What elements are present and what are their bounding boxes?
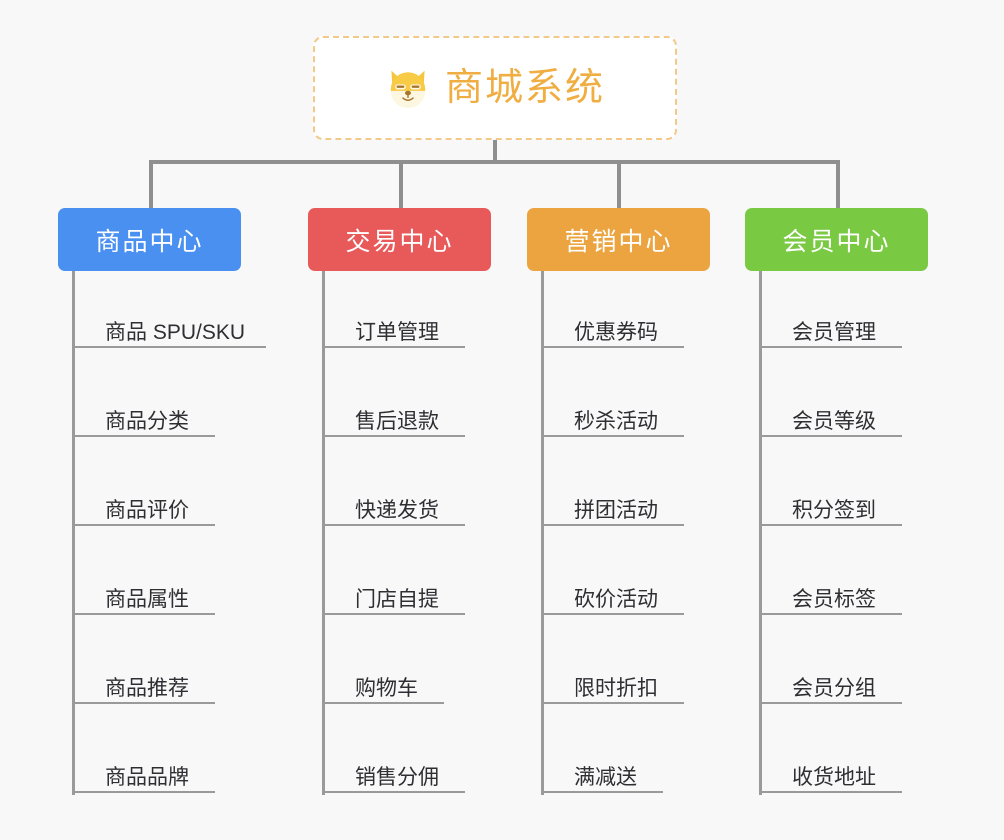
shiba-dog-face-icon: [385, 65, 431, 111]
connector-drop-3: [617, 160, 621, 208]
leaf-item-underline: [541, 524, 684, 526]
leaf-item-underline: [541, 613, 684, 615]
connector-drop-4: [836, 160, 840, 208]
leaf-item-label: 快递发货: [355, 499, 439, 522]
leaf-item-underline: [541, 346, 684, 348]
leaf-item-label: 会员管理: [792, 321, 876, 344]
leaf-item-label: 商品 SPU/SKU: [105, 321, 246, 344]
leaf-item-underline: [759, 791, 902, 793]
leaf-item-label: 会员等级: [792, 410, 876, 433]
leaf-item-label: 门店自提: [355, 588, 439, 611]
category-box-3[interactable]: 会员中心: [745, 208, 928, 271]
leaf-item-underline: [322, 346, 465, 348]
category-label-1: 交易中心: [345, 227, 454, 256]
leaf-item-label: 会员标签: [792, 588, 876, 611]
leaf-item-underline: [72, 435, 215, 437]
leaf-item-label: 满减送: [574, 766, 637, 789]
connector-horizontal-bus: [150, 160, 840, 164]
leaf-item-underline: [322, 702, 444, 704]
leaf-item-underline: [759, 613, 902, 615]
category-box-0[interactable]: 商品中心: [58, 208, 241, 271]
leaf-item-underline: [72, 702, 215, 704]
root-node[interactable]: 商城系统: [313, 36, 677, 140]
leaf-item-underline: [72, 346, 266, 348]
leaf-item-label: 秒杀活动: [574, 410, 658, 433]
leaf-item-label: 限时折扣: [574, 677, 658, 700]
leaf-item-label: 商品评价: [105, 499, 189, 522]
leaf-item-label: 购物车: [355, 677, 418, 700]
category-label-3: 会员中心: [782, 227, 891, 256]
leaf-item-underline: [322, 435, 465, 437]
root-title: 商城系统: [444, 67, 605, 109]
leaf-trunk-1: [322, 271, 325, 795]
connector-root-stem: [493, 140, 497, 163]
leaf-trunk-2: [541, 271, 544, 795]
leaf-item-label: 商品分类: [105, 410, 189, 433]
leaf-item-underline: [759, 702, 902, 704]
leaf-item-underline: [72, 524, 215, 526]
leaf-item-underline: [759, 524, 902, 526]
category-label-0: 商品中心: [95, 227, 204, 256]
leaf-item-label: 积分签到: [792, 499, 876, 522]
leaf-item-label: 会员分组: [792, 677, 876, 700]
leaf-item-underline: [72, 791, 215, 793]
leaf-item-underline: [541, 702, 684, 704]
leaf-item-label: 砍价活动: [574, 588, 658, 611]
leaf-item-label: 优惠券码: [574, 321, 658, 344]
category-box-2[interactable]: 营销中心: [527, 208, 710, 271]
leaf-item-underline: [541, 435, 684, 437]
leaf-item-underline: [322, 613, 465, 615]
leaf-item-label: 拼团活动: [574, 499, 658, 522]
leaf-item-underline: [759, 435, 902, 437]
connector-drop-2: [399, 160, 403, 208]
leaf-item-label: 订单管理: [355, 321, 439, 344]
leaf-item-underline: [322, 524, 465, 526]
connector-drop-1: [149, 160, 153, 208]
leaf-item-label: 商品属性: [105, 588, 189, 611]
leaf-item-label: 商品品牌: [105, 766, 189, 789]
leaf-item-label: 售后退款: [355, 410, 439, 433]
leaf-item-label: 销售分佣: [355, 766, 439, 789]
leaf-item-label: 收货地址: [792, 766, 876, 789]
leaf-item-underline: [541, 791, 663, 793]
leaf-trunk-0: [72, 271, 75, 795]
category-label-2: 营销中心: [564, 227, 673, 256]
leaf-item-label: 商品推荐: [105, 677, 189, 700]
category-box-1[interactable]: 交易中心: [308, 208, 491, 271]
leaf-trunk-3: [759, 271, 762, 795]
leaf-item-underline: [759, 346, 902, 348]
leaf-item-underline: [72, 613, 215, 615]
leaf-item-underline: [322, 791, 465, 793]
